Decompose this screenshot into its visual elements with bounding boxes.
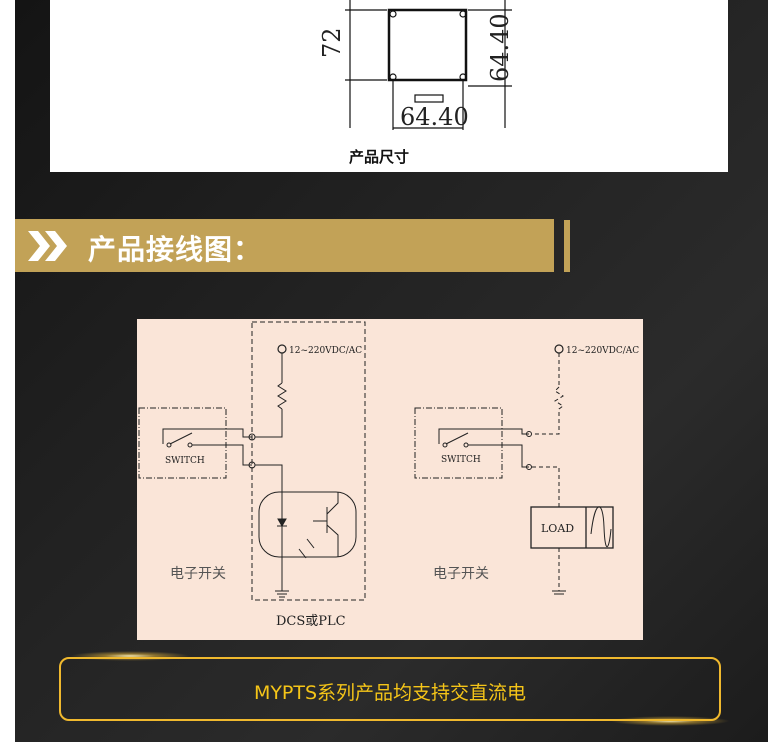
height-dimension-label: 72: [318, 27, 346, 58]
light-glow: [70, 651, 190, 661]
light-glow: [610, 716, 730, 726]
wiring-diagram: 12~220VDC/AC 12~220VDC/AC SWITCH SWITCH …: [137, 319, 643, 640]
section-header-accent: [564, 220, 570, 272]
section-header-bar: [15, 219, 554, 272]
section-title: 产品接线图：: [88, 233, 263, 266]
double-chevron-icon: [28, 231, 67, 261]
dimension-panel: 72 64.40 64.40 产品尺寸: [50, 0, 728, 172]
wiring-diagram-svg: 12~220VDC/AC 12~220VDC/AC SWITCH SWITCH …: [138, 321, 639, 629]
switch-label-left: SWITCH: [165, 456, 205, 466]
dcs-plc-label: DCS或PLC: [276, 614, 346, 629]
supply-label-right: 12~220VDC/AC: [566, 346, 639, 356]
electronic-switch-label-left: 电子开关: [170, 566, 226, 582]
bottom-dimension-label: 64.40: [400, 103, 469, 131]
note-text: MYPTS系列产品均支持交直流电: [253, 682, 527, 704]
dimension-caption: 产品尺寸: [349, 148, 410, 166]
load-label: LOAD: [541, 522, 574, 535]
switch-label-right: SWITCH: [441, 455, 481, 465]
electronic-switch-label-right: 电子开关: [433, 566, 489, 582]
note-box: MYPTS系列产品均支持交直流电: [59, 657, 721, 721]
side-dimension-label: 64.40: [486, 13, 514, 82]
dimension-drawing: 72 64.40 64.40: [318, 0, 514, 131]
supply-label-left: 12~220VDC/AC: [289, 346, 362, 356]
